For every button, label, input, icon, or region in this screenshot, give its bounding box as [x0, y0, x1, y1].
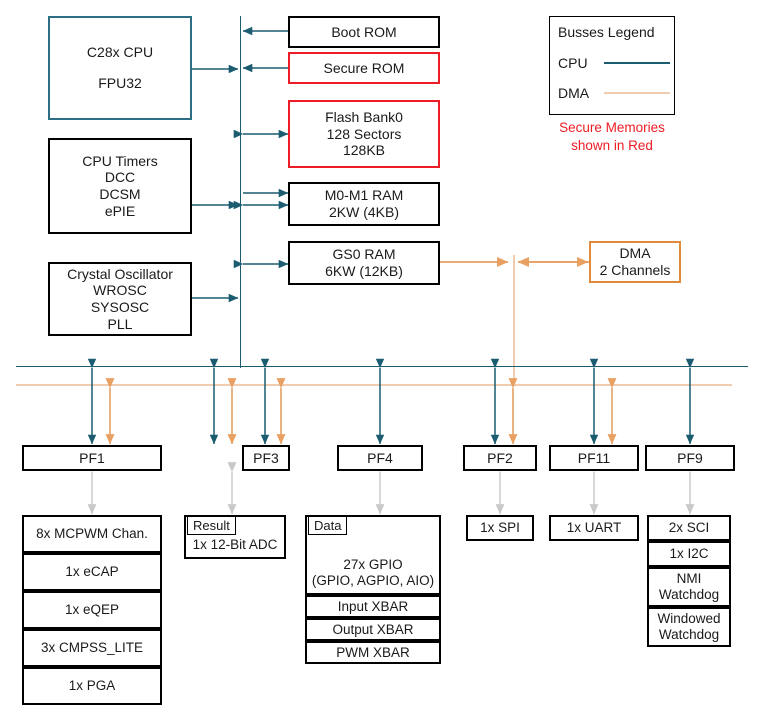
memory-gs0-ram: GS0 RAM 6KW (12KB) [288, 241, 440, 285]
memory-flash-bank0-line-1: 128 Sectors [326, 125, 402, 142]
gpio-line-1: (GPIO, AGPIO, AIO) [311, 573, 435, 589]
adc-label: 1x 12-Bit ADC [192, 537, 278, 553]
pf1-peripheral-1-label: 1x eCAP [65, 564, 119, 580]
nmi-watchdog-line-0: NMI [676, 571, 702, 587]
pf1-peripheral-4: 1x PGA [22, 667, 162, 705]
pf2-label: PF2 [487, 449, 513, 466]
pf1-peripheral-0: 8x MCPWM Chan. [22, 515, 162, 553]
memory-flash-bank0-line-0: Flash Bank0 [325, 109, 403, 126]
pf4-label: PF4 [367, 449, 393, 466]
legend-line-dma [604, 92, 670, 95]
windowed-watchdog-line-0: Windowed [657, 611, 721, 627]
memory-gs0-ram-line-0: GS0 RAM [332, 246, 396, 263]
peripheral-frame-pf11: PF11 [549, 445, 639, 471]
input-xbar-label: Input XBAR [337, 598, 409, 614]
pf1-peripheral-2-label: 1x eQEP [64, 602, 120, 618]
clock-line-0: Crystal Oscillator [67, 265, 173, 282]
memory-gs0-ram-line-1: 6KW (12KB) [325, 263, 403, 279]
memory-secure-rom: Secure ROM [288, 52, 440, 84]
i2c-label: 1x I2C [669, 546, 709, 562]
adc-result-tag: Result [187, 516, 236, 535]
peripheral-frame-pf9: PF9 [645, 445, 735, 471]
i2c-block: 1x I2C [647, 541, 731, 567]
memory-m0m1-ram-line-0: M0-M1 RAM [324, 187, 404, 204]
pf1-peripheral-3-label: 3x CMPSS_LITE [40, 640, 144, 656]
system-line-2: DCSM [99, 186, 141, 202]
memory-boot-rom: Boot ROM [288, 16, 440, 48]
memory-flash-bank0: Flash Bank0 128 Sectors 128KB [288, 100, 440, 168]
clock-block: Crystal Oscillator WROSC SYSOSC PLL [48, 262, 192, 336]
legend-row-cpu-label: CPU [558, 54, 588, 71]
dma-horizontal-bus [16, 384, 732, 386]
peripheral-frame-pf1: PF1 [22, 445, 162, 471]
sci-label: 2x SCI [668, 520, 710, 536]
pf9-label: PF9 [677, 449, 703, 466]
peripheral-frame-pf4: PF4 [337, 445, 423, 471]
gpio-line-0: 27x GPIO [343, 557, 403, 573]
memory-boot-rom-line-0: Boot ROM [331, 23, 397, 40]
system-line-0: CPU Timers [82, 152, 158, 169]
pf1-peripheral-4-label: 1x PGA [68, 678, 116, 694]
memory-secure-rom-line-0: Secure ROM [323, 59, 405, 76]
pf1-label: PF1 [79, 449, 105, 466]
dma-line-0: DMA [619, 245, 651, 262]
nmi-watchdog-block: NMI Watchdog [647, 567, 731, 607]
pf11-label: PF11 [577, 449, 611, 466]
legend-title: Busses Legend [558, 24, 655, 40]
legend-row-dma: DMA [558, 85, 670, 102]
input-xbar-block: Input XBAR [305, 595, 441, 618]
memory-m0m1-ram-line-1: 2KW (4KB) [328, 204, 399, 220]
secure-note-line-1: shown in Red [571, 137, 653, 153]
pwm-xbar-label: PWM XBAR [336, 644, 410, 660]
secure-memories-note: Secure Memories shown in Red [540, 119, 684, 154]
system-line-1: DCC [104, 169, 136, 186]
output-xbar-label: Output XBAR [332, 621, 414, 637]
legend-row-dma-label: DMA [558, 85, 590, 102]
spi-label: 1x SPI [480, 520, 520, 536]
gpio-data-tag: Data [308, 516, 348, 535]
memory-flash-bank0-line-2: 128KB [342, 142, 386, 159]
clock-line-1: WROSC [93, 282, 147, 299]
cpu-line-1: FPU32 [98, 75, 142, 91]
cpu-line-0: C28x CPU [86, 44, 154, 61]
pf1-peripheral-3: 3x CMPSS_LITE [22, 629, 162, 667]
nmi-watchdog-line-1: Watchdog [658, 587, 720, 602]
spi-block: 1x SPI [466, 515, 534, 541]
cpu-block: C28x CPU FPU32 [48, 16, 192, 120]
legend-line-cpu [604, 61, 670, 64]
dma-line-1: 2 Channels [599, 262, 671, 278]
pf3-label: PF3 [253, 449, 279, 466]
cpu-vertical-bus [240, 16, 241, 368]
memory-m0m1-ram: M0-M1 RAM 2KW (4KB) [288, 182, 440, 226]
windowed-watchdog-line-1: Watchdog [658, 627, 720, 642]
dma-vertical-bus [513, 255, 515, 385]
pwm-xbar-block: PWM XBAR [305, 641, 441, 664]
pf1-peripheral-0-label: 8x MCPWM Chan. [36, 526, 148, 542]
sci-block: 2x SCI [647, 515, 731, 541]
clock-line-2: SYSOSC [90, 299, 150, 315]
pf1-peripheral-2: 1x eQEP [22, 591, 162, 629]
uart-block: 1x UART [549, 515, 639, 541]
windowed-watchdog-block: Windowed Watchdog [647, 607, 731, 647]
dma-block: DMA 2 Channels [589, 241, 681, 283]
clock-line-3: PLL [107, 315, 133, 332]
system-block: CPU Timers DCC DCSM ePIE [48, 138, 192, 234]
system-line-3: ePIE [104, 202, 136, 219]
secure-note-line-0: Secure Memories [559, 120, 665, 135]
legend-row-cpu: CPU [558, 55, 670, 72]
busses-legend: Busses Legend CPU DMA [549, 16, 675, 115]
peripheral-frame-pf3: PF3 [242, 445, 290, 471]
uart-label: 1x UART [566, 520, 622, 536]
pf1-peripheral-1: 1x eCAP [22, 553, 162, 591]
output-xbar-block: Output XBAR [305, 618, 441, 641]
peripheral-frame-pf2: PF2 [463, 445, 537, 471]
